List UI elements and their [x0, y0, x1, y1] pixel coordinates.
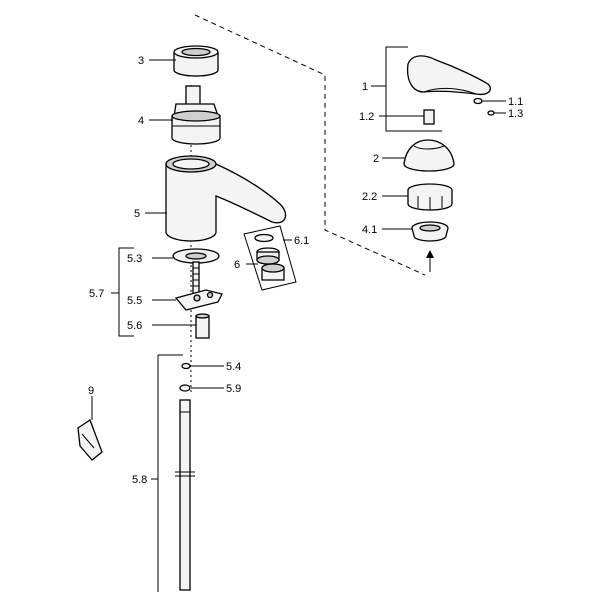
part-4-1-adaptor-ring: [411, 221, 449, 242]
part-1-bracket: [385, 46, 442, 132]
part-6-aerator-group: [243, 225, 297, 291]
part-2-2-crown-ring: [407, 183, 453, 211]
label-9: 9: [88, 385, 94, 397]
part-5-3-washer: [172, 248, 220, 264]
part-1-1-screw: [473, 97, 483, 105]
label-6: 6: [234, 259, 240, 271]
label-5-4: 5.4: [226, 361, 241, 373]
part-5-6-sleeve: [195, 313, 210, 339]
label-1-3: 1.3: [508, 108, 523, 120]
part-2-dome-cap: [403, 139, 455, 172]
label-5-8: 5.8: [132, 474, 147, 486]
label-5-3: 5.3: [127, 253, 142, 265]
part-3-ring: [173, 45, 219, 77]
part-5-5-plate: [174, 289, 223, 311]
label-1: 1: [362, 81, 368, 93]
label-4: 4: [138, 115, 144, 127]
part-5-4-nut: [181, 362, 191, 370]
label-4-1: 4.1: [362, 224, 377, 236]
part-5-8-rod: [175, 399, 195, 591]
label-5-7: 5.7: [89, 288, 104, 300]
leader-lines: [91, 59, 506, 592]
label-1-2: 1.2: [359, 111, 374, 123]
label-2: 2: [373, 153, 379, 165]
part-5-9-o-ring: [179, 384, 191, 392]
part-5-tap-body: [165, 155, 287, 242]
up-arrow: [426, 250, 434, 272]
label-3: 3: [138, 55, 144, 67]
assembly-dashed-path: [194, 14, 426, 276]
label-1-1: 1.1: [508, 96, 523, 108]
part-1-lever-handle: [406, 55, 491, 96]
label-6-1: 6.1: [294, 235, 309, 247]
threaded-stud: [192, 261, 200, 295]
label-2-2: 2.2: [362, 191, 377, 203]
part-1-2-insert: [423, 109, 435, 125]
label-5-6: 5.6: [127, 320, 142, 332]
label-5: 5: [134, 208, 140, 220]
part-1-3-screw: [487, 110, 495, 116]
label-5-9: 5.9: [226, 383, 241, 395]
part-9-wedge: [77, 419, 103, 461]
label-5-5: 5.5: [127, 295, 142, 307]
part-4-cartridge: [171, 85, 221, 145]
